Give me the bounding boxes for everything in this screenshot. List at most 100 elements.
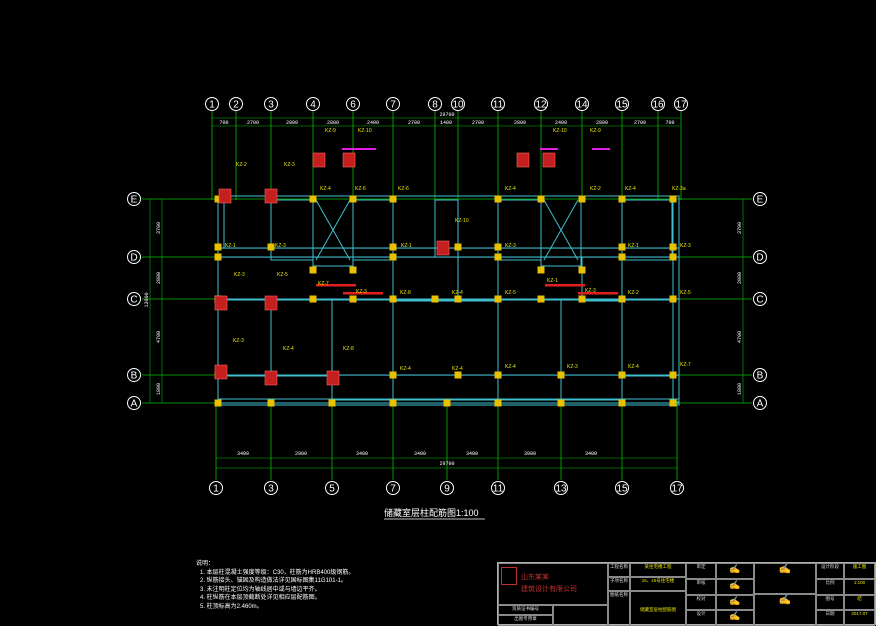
axis-label: 8 bbox=[432, 100, 438, 111]
section-bar bbox=[578, 292, 618, 295]
axis-label: B bbox=[757, 371, 764, 382]
column-label: KZ-3 bbox=[585, 288, 596, 294]
column-label: KZ-4 bbox=[505, 364, 516, 370]
axis-label: 7 bbox=[390, 484, 396, 495]
axis-label: 7 bbox=[390, 100, 396, 111]
column bbox=[390, 400, 397, 407]
column-label: KZ-1 bbox=[225, 243, 236, 249]
column-label: KZ-6 bbox=[355, 186, 366, 192]
column bbox=[268, 244, 275, 251]
axis-label: 16 bbox=[652, 100, 664, 111]
axis-label: D bbox=[130, 253, 137, 264]
column-label: KZ-8 bbox=[343, 346, 354, 352]
dim-value: 1400 bbox=[440, 120, 452, 126]
axis-label: 15 bbox=[616, 484, 628, 495]
column-detail bbox=[219, 189, 231, 203]
column-label: KZ-4 bbox=[505, 186, 516, 192]
column-label: KZ-3 bbox=[680, 243, 691, 249]
title-block: 山东某某 建筑设计有限公司 资质证书编号 出图专用章 工程名称 某住宅楼工程 子… bbox=[497, 562, 876, 625]
axis-label: 12 bbox=[535, 100, 547, 111]
column-detail bbox=[265, 189, 277, 203]
marker-bar bbox=[540, 148, 558, 150]
axis-label: 13 bbox=[555, 484, 567, 495]
column-label: KZ-7 bbox=[318, 281, 329, 287]
column bbox=[215, 244, 222, 251]
column bbox=[390, 196, 397, 203]
column bbox=[350, 267, 357, 274]
column bbox=[390, 254, 397, 261]
note-item: 3. 未注明柱定位均为轴线居中或与墙边平齐。 bbox=[200, 586, 440, 595]
beam-outline bbox=[458, 257, 498, 301]
column bbox=[329, 400, 336, 407]
axis-label: C bbox=[130, 295, 137, 306]
beam-outline bbox=[561, 300, 622, 400]
company-cell: 山东某某 建筑设计有限公司 bbox=[498, 563, 608, 605]
drawing-name-label: 图纸名称 bbox=[608, 591, 630, 626]
column bbox=[390, 296, 397, 303]
dim-value: 2800 bbox=[156, 272, 162, 284]
beam-outline bbox=[498, 200, 541, 260]
column-label: KZ-4 bbox=[625, 186, 636, 192]
column bbox=[558, 372, 565, 379]
column-label: KZ-5 bbox=[505, 290, 516, 296]
column bbox=[538, 267, 545, 274]
dim-value: 2700 bbox=[472, 120, 484, 126]
dim-value: 2400 bbox=[555, 120, 567, 126]
note-item: 1. 本层柱混凝土强度等级：C30，柱筋为HRB400级钢筋。 bbox=[200, 569, 440, 578]
stage-value: 施工图 bbox=[844, 563, 875, 579]
column-label: KZ-3 bbox=[234, 272, 245, 278]
marker-bar bbox=[358, 148, 376, 150]
signature-4: ✍ bbox=[716, 610, 754, 626]
column bbox=[538, 196, 545, 203]
axis-label: 17 bbox=[675, 100, 687, 111]
dim-value: 2800 bbox=[737, 272, 743, 284]
column-label: KZ-10 bbox=[455, 218, 469, 224]
dim-value: 3400 bbox=[414, 451, 426, 457]
scale-label: 比例 bbox=[816, 579, 844, 595]
project-value: 某住宅楼工程 bbox=[630, 563, 686, 577]
column-label: KZ-5 bbox=[277, 272, 288, 278]
column-label: KZ-3 bbox=[505, 243, 516, 249]
column-detail bbox=[313, 153, 325, 167]
sheet-value: 结 bbox=[844, 595, 875, 610]
axis-label: A bbox=[131, 399, 138, 410]
marker-bar bbox=[342, 148, 360, 150]
dim-value: 2800 bbox=[596, 120, 608, 126]
column-label: KZ-2 bbox=[590, 186, 601, 192]
column bbox=[432, 296, 439, 303]
stamp-signature-2: ✍ bbox=[754, 594, 816, 626]
note-item: 4. 柱纵筋在本层顶截断处详见相应层配筋图。 bbox=[200, 594, 440, 603]
column-detail bbox=[215, 296, 227, 310]
axis-label: 5 bbox=[329, 484, 335, 495]
column-label: KZ-8 bbox=[400, 290, 411, 296]
dim-value: 1800 bbox=[156, 383, 162, 395]
column-label: KZ-10 bbox=[553, 128, 567, 134]
dim-value: 2800 bbox=[286, 120, 298, 126]
beam-outline bbox=[498, 300, 561, 400]
axis-label: 1 bbox=[213, 484, 219, 495]
company-logo-icon bbox=[501, 567, 517, 585]
column-label: KZ-4 bbox=[452, 366, 463, 372]
project-label: 工程名称 bbox=[608, 563, 630, 577]
column bbox=[558, 400, 565, 407]
note-item: 5. 柱顶标高为2.460m。 bbox=[200, 603, 440, 612]
dim-total: 13000 bbox=[144, 292, 150, 307]
section-bar bbox=[545, 284, 585, 287]
scale-value: 1:100 bbox=[844, 579, 875, 595]
axis-label: C bbox=[756, 295, 763, 306]
beam-outline bbox=[622, 200, 672, 260]
company-name-1: 山东某某 bbox=[521, 572, 549, 582]
column-label: KZ-4 bbox=[628, 364, 639, 370]
column-label: KZ-2 bbox=[628, 290, 639, 296]
column bbox=[310, 267, 317, 274]
column bbox=[579, 267, 586, 274]
signature-3: ✍ bbox=[716, 595, 754, 610]
column-label: KZ-9 bbox=[325, 128, 336, 134]
column-label: KZ-4 bbox=[320, 186, 331, 192]
cert-label-1: 资质证书编号 bbox=[498, 605, 553, 615]
date-value: 2017.07 bbox=[844, 610, 875, 626]
column bbox=[215, 254, 222, 261]
role-label: 设计 bbox=[686, 610, 716, 626]
column-label: KZ-9 bbox=[590, 128, 601, 134]
